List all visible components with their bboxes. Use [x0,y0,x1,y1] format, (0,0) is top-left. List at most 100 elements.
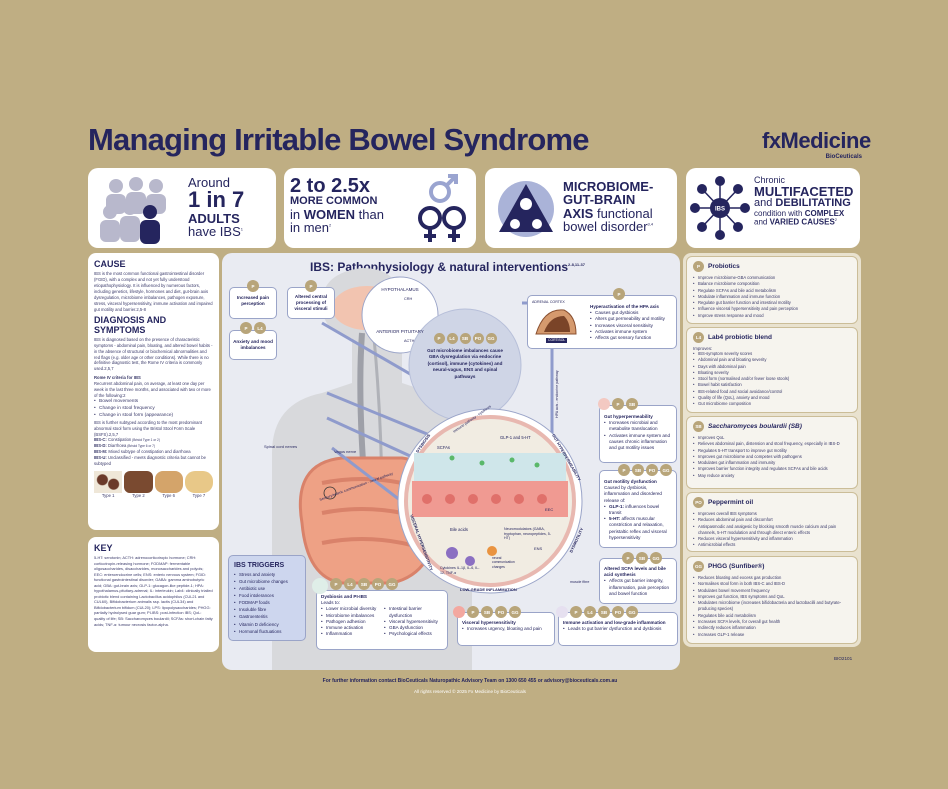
intervention-item: Balance microbiome composition [693,281,851,288]
subtype-text: IBS is further subtyped according to the… [94,419,203,437]
hpa-item: Affects gut sensory function [590,335,676,341]
stat-1-l4: have IBS [188,223,241,239]
hub-label: IBS [715,207,725,213]
body-diagram: HYPOTHALAMUS CRH ANTERIOR PITUITARY ACTH… [264,268,617,670]
hpa-item: Alters gut permeability and motility [590,316,676,322]
key-text: 5-HT: serotonin; ACTH: adrenocorticotrop… [94,555,213,627]
badge-p: P [613,288,625,300]
visceral-title: Visceral hypersensitivity [462,620,516,625]
hpa-box: ADRENAL CORTEX CORTISOL Hyperactivation … [527,295,677,349]
intervention-item: Regulate gut barrier function and intest… [693,300,851,307]
badge-p: P [433,333,445,344]
rome-item: Bowel movements [94,399,213,406]
immune-cell-icon [556,606,568,618]
subtype-key: IBS-D: [94,443,107,449]
dysbiosis-item: GBA dysfunction [384,625,443,631]
stat-card-chronic: IBS Chronic MULTIFACETED and DEBILITATIN… [686,168,860,248]
gba-text: Gut microbiome imbalances cause GBA dysr… [427,348,503,379]
stool-type-6: Type 6 [154,471,183,499]
intervention-item: Relieves abdominal pain, distension and … [693,441,851,448]
stool-scale: Type 1 Type 2 Type 6 Type 7 [94,471,213,499]
badge-gg: GG [509,606,521,618]
cortisol-tag: CORTISOL [546,338,568,343]
stool-label: Type 1 [101,493,115,499]
badge-sb: SB [358,578,370,590]
badge-l4: L4 [344,578,356,590]
intervention-title: PHGG (Sunfiber®) [708,563,765,570]
glp-label: GLP-1 and 5-HT [500,435,531,440]
badge-po: PO [612,606,624,618]
eec-label: EEC [545,507,553,512]
hpa-item: Activates immune system [590,329,676,335]
inflammation-ring-label: LOW-GRADE INFLAMMATION [460,587,517,592]
badge-l4: L4 [446,333,458,344]
cause-panel: CAUSE IBS is the most common functional … [88,253,219,530]
neuromodulators-label: Neuromodulators (GABA, tryptophan, neuro… [504,527,551,541]
subtype-note: (Bristol Type 1 or 2) [131,438,160,443]
intervention-title: Lab4 probiotic blend [708,334,772,341]
motility-intro: Caused by dysbiosis, inflammation and di… [604,485,662,503]
intervention-header: GG PHGG (Sunfiber®) [693,561,851,572]
badge-po: PO [646,464,658,476]
hpa-list: Causes gut dysbiosisAlters gut permeabil… [590,310,676,341]
intervention-badge: GG [693,561,704,572]
intervention-item: Improves overall IBS symptoms [693,511,851,518]
key-heading: KEY [94,543,113,553]
badge-gg: GG [650,552,662,564]
footer-rights: All rights reserved © 2025 Fx Medicine b… [414,689,526,694]
badge-p: P [467,606,479,618]
badge-p: P [618,464,630,476]
dysbiosis-item: Pathogen adhesion [321,619,380,625]
pain-badges: P [247,280,259,292]
scfa-list: Affects gut barrier integrity, inflammat… [604,578,672,597]
intervention-item: IBS-symptom severity scores [693,351,851,358]
barrier-icon [598,398,610,410]
motility-key: 5-HT: [609,516,621,522]
badge-po: PO [495,606,507,618]
intervention-intro: Improves: [693,346,713,351]
diagnosis-heading: DIAGNOSIS AND SYMPTOMS [94,314,167,335]
stat-4-l3a: and [754,197,776,210]
intervention-item: Increases GLP-1 release [693,632,851,639]
intervention-item: Modulates bowel movement frequency [693,588,851,595]
badge-p: P [570,606,582,618]
triggers-list: Stress and anxietyGut microbiome changes… [234,571,300,634]
intervention-item: Bloating severity [693,370,851,377]
subtype-u: IBS-U: Unclassified - meets diagnostic c… [94,455,213,467]
immune-title: Immune activation and low-grade inflamma… [563,620,666,625]
anxiety-box: Anxiety and mood imbalances [229,330,277,360]
visceral-list: Increases urgency, bloating and pain [462,626,550,632]
intervention-item: Indirectly reduces inflammation [693,625,851,632]
rome-list: Bowel movements Change in stool frequenc… [94,399,213,419]
ens-label: ENS [534,546,543,551]
badge-p: P [612,398,624,410]
vagus-nerve-label: Vagus nerve [334,449,357,454]
intervention-title: Probiotics [708,263,740,270]
subtype-note: (Bristol Type 6 or 7) [126,444,155,449]
scfa-title: Altered SCFA levels and bile acid synthe… [604,566,666,578]
intervention-title: Saccharomyces boulardii (SB) [708,423,802,430]
scfa-box: Altered SCFA levels and bile acid synthe… [599,558,677,604]
muscle-label: muscle fibre [570,580,589,584]
badge-p: P [247,280,259,292]
cytokines-label: Cytokines IL-1β, IL-6, IL-12, TNF-α [440,566,480,575]
trigger-item: Vitamin D deficiency [234,621,300,628]
dysbiosis-item: Immune activation [321,625,380,631]
intervention-item: Gut microbiome composition [693,401,851,408]
badge-gg: GG [660,464,672,476]
intervention-item: Modulate inflammation and immune functio… [693,294,851,301]
subtype-key: IBS-U: [94,455,107,461]
badge-l4: L4 [584,606,596,618]
badge-sb: SB [459,333,471,344]
diagnosis-text: IBS is diagnosed based on the presence o… [94,336,213,372]
motility-key: GLP-1: [609,503,625,509]
intervention-title: Peppermint oil [708,499,754,506]
badge-p: P [305,280,317,292]
